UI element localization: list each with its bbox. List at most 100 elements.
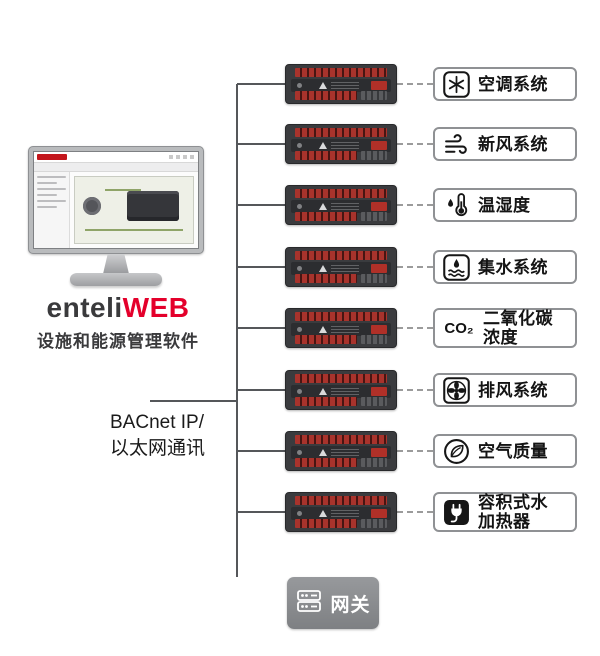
terminal-strip-bottom-gray [361,91,387,100]
app-body [34,172,198,248]
dashed-connector-line [397,83,433,85]
gauge-graphic [83,197,101,215]
controller-faceplate [291,446,391,459]
enteliweb-logo [37,154,67,160]
terminal-strip-bottom [295,458,357,467]
system-label-co2: CO₂ 二氧化碳浓度 [433,308,577,348]
system-label-exhaust: 排风系统 [433,373,577,407]
terminal-strip-bottom-gray [361,397,387,406]
system-label-hvac: 空调系统 [433,67,577,101]
gateway-server-icon [295,587,323,620]
product-name-web: WEB [122,292,190,323]
delta-logo [319,326,327,333]
controller-faceplate [291,139,391,152]
protocol-line2: 以太网通讯 [110,438,206,459]
ddc-controller [285,431,397,471]
red-label-tag [371,141,387,150]
delta-logo [319,203,327,210]
system-label-fresh-air: 新风系统 [433,127,577,161]
faceplate-text [331,326,359,333]
system-label-text: 排风系统 [478,380,548,400]
graphic-view [70,172,198,248]
pipe-graphic [85,229,183,231]
status-led [297,143,302,148]
network-bus-line [236,84,238,577]
terminal-strip-bottom [295,397,357,406]
controller-faceplate [291,507,391,520]
dashed-connector-line [397,204,433,206]
ddc-controller [285,308,397,348]
terminal-strip-bottom [295,335,357,344]
navigation-tree [34,172,70,248]
gateway-box: 网关 [287,577,379,629]
terminal-strip-bottom [295,212,357,221]
heater-icon [443,499,470,526]
status-led [297,511,302,516]
thermometer-icon [443,192,470,219]
delta-logo [319,142,327,149]
controller-stub-line [237,327,285,329]
leaf-icon [443,438,470,465]
controller-stub-line [237,389,285,391]
terminal-strip-top [295,68,387,77]
controller-faceplate [291,262,391,275]
status-led [297,327,302,332]
product-subtitle: 设施和能源管理软件 [37,332,199,351]
status-led [297,83,302,88]
terminal-strip-bottom [295,151,357,160]
terminal-strip-top [295,435,387,444]
dashed-connector-line [397,266,433,268]
protocol-line1: BACnet IP/ [110,412,204,433]
wind-icon [443,131,470,158]
red-label-tag [371,81,387,90]
terminal-strip-bottom-gray [361,212,387,221]
app-header [34,152,198,163]
faceplate-text [331,510,359,517]
terminal-strip-bottom-gray [361,274,387,283]
monitor-link-line [150,400,237,402]
fan-icon [443,376,470,404]
gateway-label: 网关 [330,594,371,616]
app-header-buttons [169,155,195,159]
faceplate-text [331,142,359,149]
monitor [28,146,204,254]
red-label-tag [371,264,387,273]
status-led [297,450,302,455]
delta-logo [319,388,327,395]
water-icon [443,253,470,281]
controller-faceplate [291,323,391,336]
status-led [297,266,302,271]
product-name: enteliWEB [26,292,210,324]
ddc-controller [285,64,397,104]
controller-stub-line [237,511,285,513]
network-protocol-label: BACnet IP/ 以太网通讯 [110,410,205,462]
terminal-strip-top [295,251,387,260]
system-label-text: 空气质量 [478,441,548,461]
delta-logo [319,449,327,456]
product-name-enteli: enteli [46,292,123,323]
red-label-tag [371,387,387,396]
controller-faceplate [291,79,391,92]
terminal-strip-bottom-gray [361,151,387,160]
red-label-tag [371,325,387,334]
terminal-strip-top [295,312,387,321]
terminal-strip-bottom-gray [361,519,387,528]
ddc-controller [285,185,397,225]
dashed-connector-line [397,143,433,145]
red-label-tag [371,509,387,518]
faceplate-text [331,449,359,456]
controller-stub-line [237,83,285,85]
equipment-graphic [74,176,194,244]
system-label-text: 新风系统 [478,134,548,154]
system-label-text: 集水系统 [478,257,548,277]
system-label-water-collection: 集水系统 [433,250,577,284]
status-led [297,389,302,394]
terminal-strip-top [295,374,387,383]
system-label-temp-humidity: 温湿度 [433,188,577,222]
ddc-controller [285,492,397,532]
dashed-connector-line [397,450,433,452]
monitor-stand-neck [103,254,129,274]
delta-logo [319,510,327,517]
delta-logo [319,265,327,272]
